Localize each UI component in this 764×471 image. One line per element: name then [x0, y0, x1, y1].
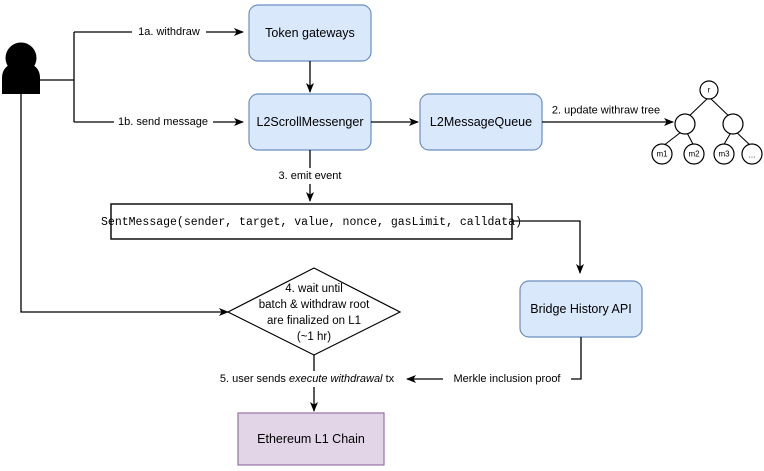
emit-event-label-bg [268, 168, 352, 184]
edge-label-withdraw: 1a. withdraw [132, 24, 206, 40]
node-l2-message-queue[interactable]: L2MessageQueue [419, 93, 543, 151]
tree-node-leaf-3-label: m3 [718, 150, 730, 159]
node-wait-finalization[interactable]: 4. wait until batch & withdraw root are … [226, 267, 402, 356]
tree-node-leaf-3 [713, 143, 735, 165]
wait-diamond-line-3: are finalized on L1 [267, 315, 361, 327]
tree-node-leaf-2 [683, 143, 705, 165]
tree-node-leaf-4 [741, 143, 763, 165]
ethereum-l1-chain-box[interactable] [237, 412, 385, 466]
step-5-label-group: 5. user sends execute withdrawal tx [212, 371, 402, 387]
l2-message-queue-label: L2MessageQueue [430, 115, 532, 129]
step-5-italic: execute withdrawal [289, 373, 383, 385]
node-ethereum-l1-chain[interactable]: Ethereum L1 Chain [237, 412, 385, 466]
edge-label-merkle-proof: Merkle inclusion proof [443, 371, 571, 386]
tree-node-leaf-1 [651, 143, 673, 165]
wait-diamond-line-4: (~1 hr) [297, 331, 331, 343]
step-5-label: 5. user sends execute withdrawal tx [220, 373, 395, 385]
bridge-history-api-label: Bridge History API [530, 302, 631, 316]
step-5-label-bg [212, 371, 402, 387]
update-tree-label: 2. update withraw tree [552, 104, 660, 116]
node-token-gateways[interactable]: Token gateways [248, 4, 372, 62]
update-tree-label-bg [543, 103, 669, 118]
tree-node-mid-right [722, 113, 744, 135]
tree-node-leaf-4-label: ... [749, 151, 756, 160]
user-actor [2, 42, 40, 94]
tree-node-root-label: r [708, 86, 711, 95]
tree-node-mid-left [674, 113, 696, 135]
actor-body-icon [2, 64, 40, 94]
withdraw-label: 1a. withdraw [138, 26, 200, 38]
send-message-label: 1b. send message [118, 116, 208, 128]
edge-label-send-message: 1b. send message [114, 114, 213, 130]
wait-diamond-line-2: batch & withdraw root [259, 299, 370, 311]
token-gateways-label: Token gateways [265, 26, 355, 40]
tree-node-root [699, 80, 719, 100]
wait-diamond-line-1: 4. wait until [285, 283, 343, 295]
edge-label-emit-event: 3. emit event [268, 168, 352, 184]
sent-message-box[interactable] [110, 203, 513, 240]
merkle-proof-label-bg [443, 371, 571, 386]
edge-label-update-tree: 2. update withraw tree [543, 103, 669, 118]
sent-message-label: SentMessage(sender, target, value, nonce… [101, 216, 522, 229]
merkle-tree-group: r m1 m2 m3 ... [651, 80, 763, 165]
node-bridge-history-api[interactable]: Bridge History API [519, 280, 643, 338]
merkle-proof-label: Merkle inclusion proof [454, 373, 562, 385]
edge-event-to-bridge-api [512, 220, 584, 274]
edge-actor-to-wait [20, 94, 229, 316]
tree-node-leaf-2-label: m2 [688, 150, 700, 159]
step-5-suffix: tx [383, 373, 395, 385]
node-l2-scroll-messenger[interactable]: L2ScrollMessenger [248, 93, 372, 151]
send-message-label-bg [114, 114, 213, 130]
emit-event-label: 3. emit event [279, 170, 342, 182]
l2-scroll-messenger-label: L2ScrollMessenger [257, 115, 364, 129]
step-5-prefix: 5. user sends [220, 373, 289, 385]
ethereum-l1-chain-label: Ethereum L1 Chain [257, 432, 365, 446]
withdraw-label-bg [132, 24, 206, 40]
node-sent-message-event[interactable]: SentMessage(sender, target, value, nonce… [101, 203, 522, 240]
tree-node-leaf-1-label: m1 [656, 150, 668, 159]
